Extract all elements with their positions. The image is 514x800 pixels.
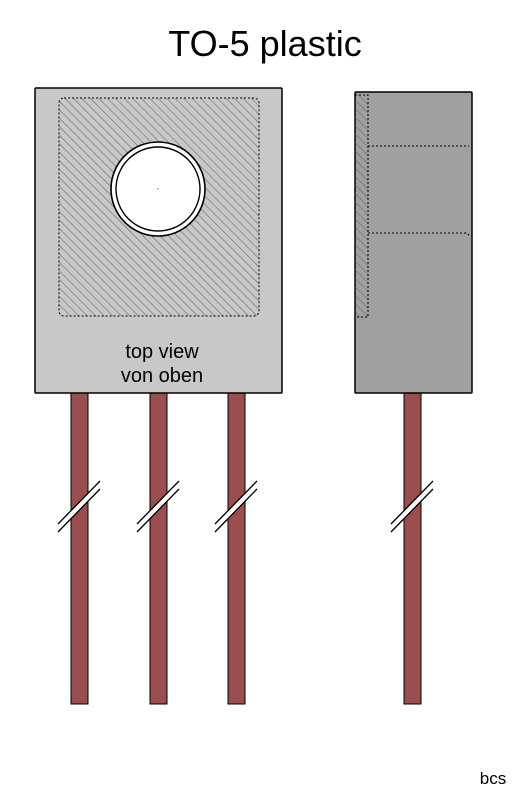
lead-right bbox=[227, 391, 246, 705]
side-body bbox=[354, 91, 473, 394]
front-view: top view von oben bbox=[34, 87, 283, 705]
double-slash-break-icon bbox=[214, 480, 258, 533]
double-slash-break-icon bbox=[390, 480, 434, 533]
diagram-title: TO-5 plastic bbox=[168, 23, 361, 64]
double-slash-break-icon bbox=[57, 480, 101, 533]
double-slash-break-icon bbox=[136, 480, 180, 533]
side-lead bbox=[403, 391, 422, 705]
side-view bbox=[354, 91, 473, 705]
von-oben-label: von oben bbox=[121, 365, 203, 387]
lead-middle bbox=[149, 391, 168, 705]
lead-left bbox=[70, 391, 89, 705]
top-view-label: top view bbox=[125, 341, 199, 363]
side-hatched-tab bbox=[354, 94, 369, 318]
credit-label: bcs bbox=[480, 769, 506, 788]
front-leads bbox=[57, 391, 258, 705]
hidden-line-lower bbox=[368, 232, 470, 238]
circle-hole-icon bbox=[110, 141, 206, 237]
